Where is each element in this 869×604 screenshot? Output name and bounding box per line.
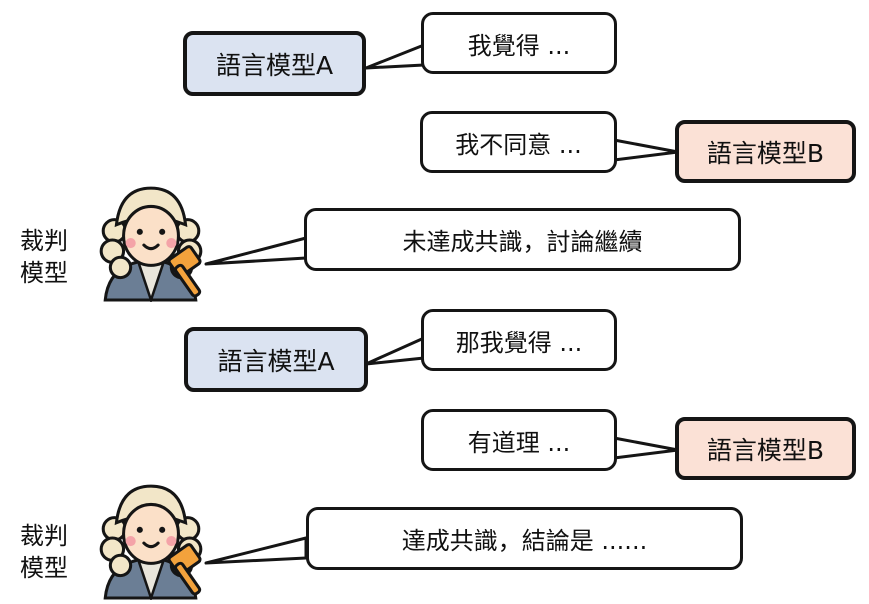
model-a-box: 語言模型A bbox=[183, 31, 366, 96]
tail-3 bbox=[204, 236, 308, 266]
model-b-box: 語言模型B bbox=[675, 120, 856, 183]
speech-bubble-model-a-2: 那我覺得 ... bbox=[421, 309, 617, 371]
judge-label-line-1: 裁判 bbox=[20, 522, 68, 550]
model-a-label: 語言模型A bbox=[217, 346, 335, 376]
tail-1 bbox=[364, 43, 426, 70]
judge-label-line-1: 裁判 bbox=[20, 227, 68, 255]
speech-bubble-model-b-1: 我不同意 ... bbox=[420, 111, 617, 173]
tail-2 bbox=[612, 138, 680, 162]
speech-bubble-model-b-2: 有道理 ... bbox=[421, 409, 617, 471]
judge-label: 裁判 模型 bbox=[20, 520, 68, 584]
speech-bubble-judge-1: 未達成共識，討論繼續 bbox=[304, 208, 741, 271]
bubble-text: 達成共識，結論是 ...... bbox=[401, 527, 648, 555]
judge-avatar-icon bbox=[99, 186, 203, 302]
judge-label-line-2: 模型 bbox=[20, 554, 68, 582]
model-b-box: 語言模型B bbox=[675, 417, 856, 480]
model-b-label: 語言模型B bbox=[706, 435, 825, 465]
speech-bubble-judge-2: 達成共識，結論是 ...... bbox=[306, 507, 743, 570]
bubble-text: 我覺得 ... bbox=[467, 31, 571, 60]
model-a-label: 語言模型A bbox=[215, 50, 334, 80]
model-a-box: 語言模型A bbox=[184, 327, 368, 392]
bubble-text: 有道理 ... bbox=[467, 428, 571, 457]
bubble-text: 那我覺得 ... bbox=[455, 328, 583, 357]
tail-5 bbox=[612, 436, 680, 460]
judge-label-line-2: 模型 bbox=[20, 259, 68, 287]
bubble-text: 我不同意 ... bbox=[455, 130, 582, 159]
judge-label: 裁判 模型 bbox=[20, 225, 68, 289]
bubble-text: 未達成共識，討論繼續 bbox=[402, 228, 643, 256]
tail-6 bbox=[204, 536, 308, 565]
model-b-label: 語言模型B bbox=[706, 138, 825, 168]
tail-4 bbox=[364, 336, 426, 366]
judge-avatar-icon bbox=[99, 484, 203, 600]
speech-bubble-model-a-1: 我覺得 ... bbox=[421, 12, 617, 74]
